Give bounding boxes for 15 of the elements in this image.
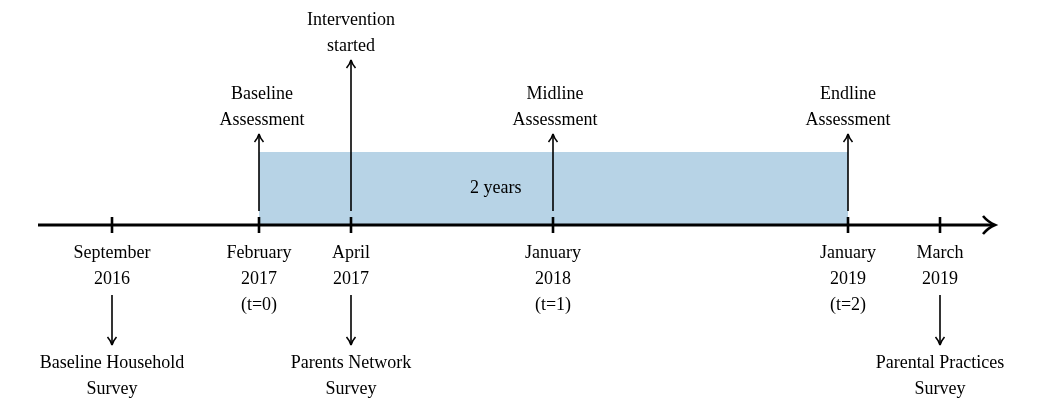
event-label: Baseline Assessment — [207, 80, 317, 132]
date-label: September 2016 — [66, 239, 158, 291]
duration-label: 2 years — [470, 176, 522, 199]
duration-band — [259, 152, 848, 225]
date-label: March 2019 — [909, 239, 971, 291]
survey-label: Parental Practices Survey — [865, 349, 1015, 401]
date-label: January 2018 (t=1) — [515, 239, 591, 317]
survey-label: Parents Network Survey — [276, 349, 426, 401]
date-label: February 2017 (t=0) — [221, 239, 297, 317]
date-label: April 2017 — [323, 239, 379, 291]
event-label: Intervention started — [296, 6, 406, 58]
event-label: Midline Assessment — [500, 80, 610, 132]
event-label: Endline Assessment — [793, 80, 903, 132]
date-label: January 2019 (t=2) — [810, 239, 886, 317]
survey-label: Baseline Household Survey — [24, 349, 200, 401]
